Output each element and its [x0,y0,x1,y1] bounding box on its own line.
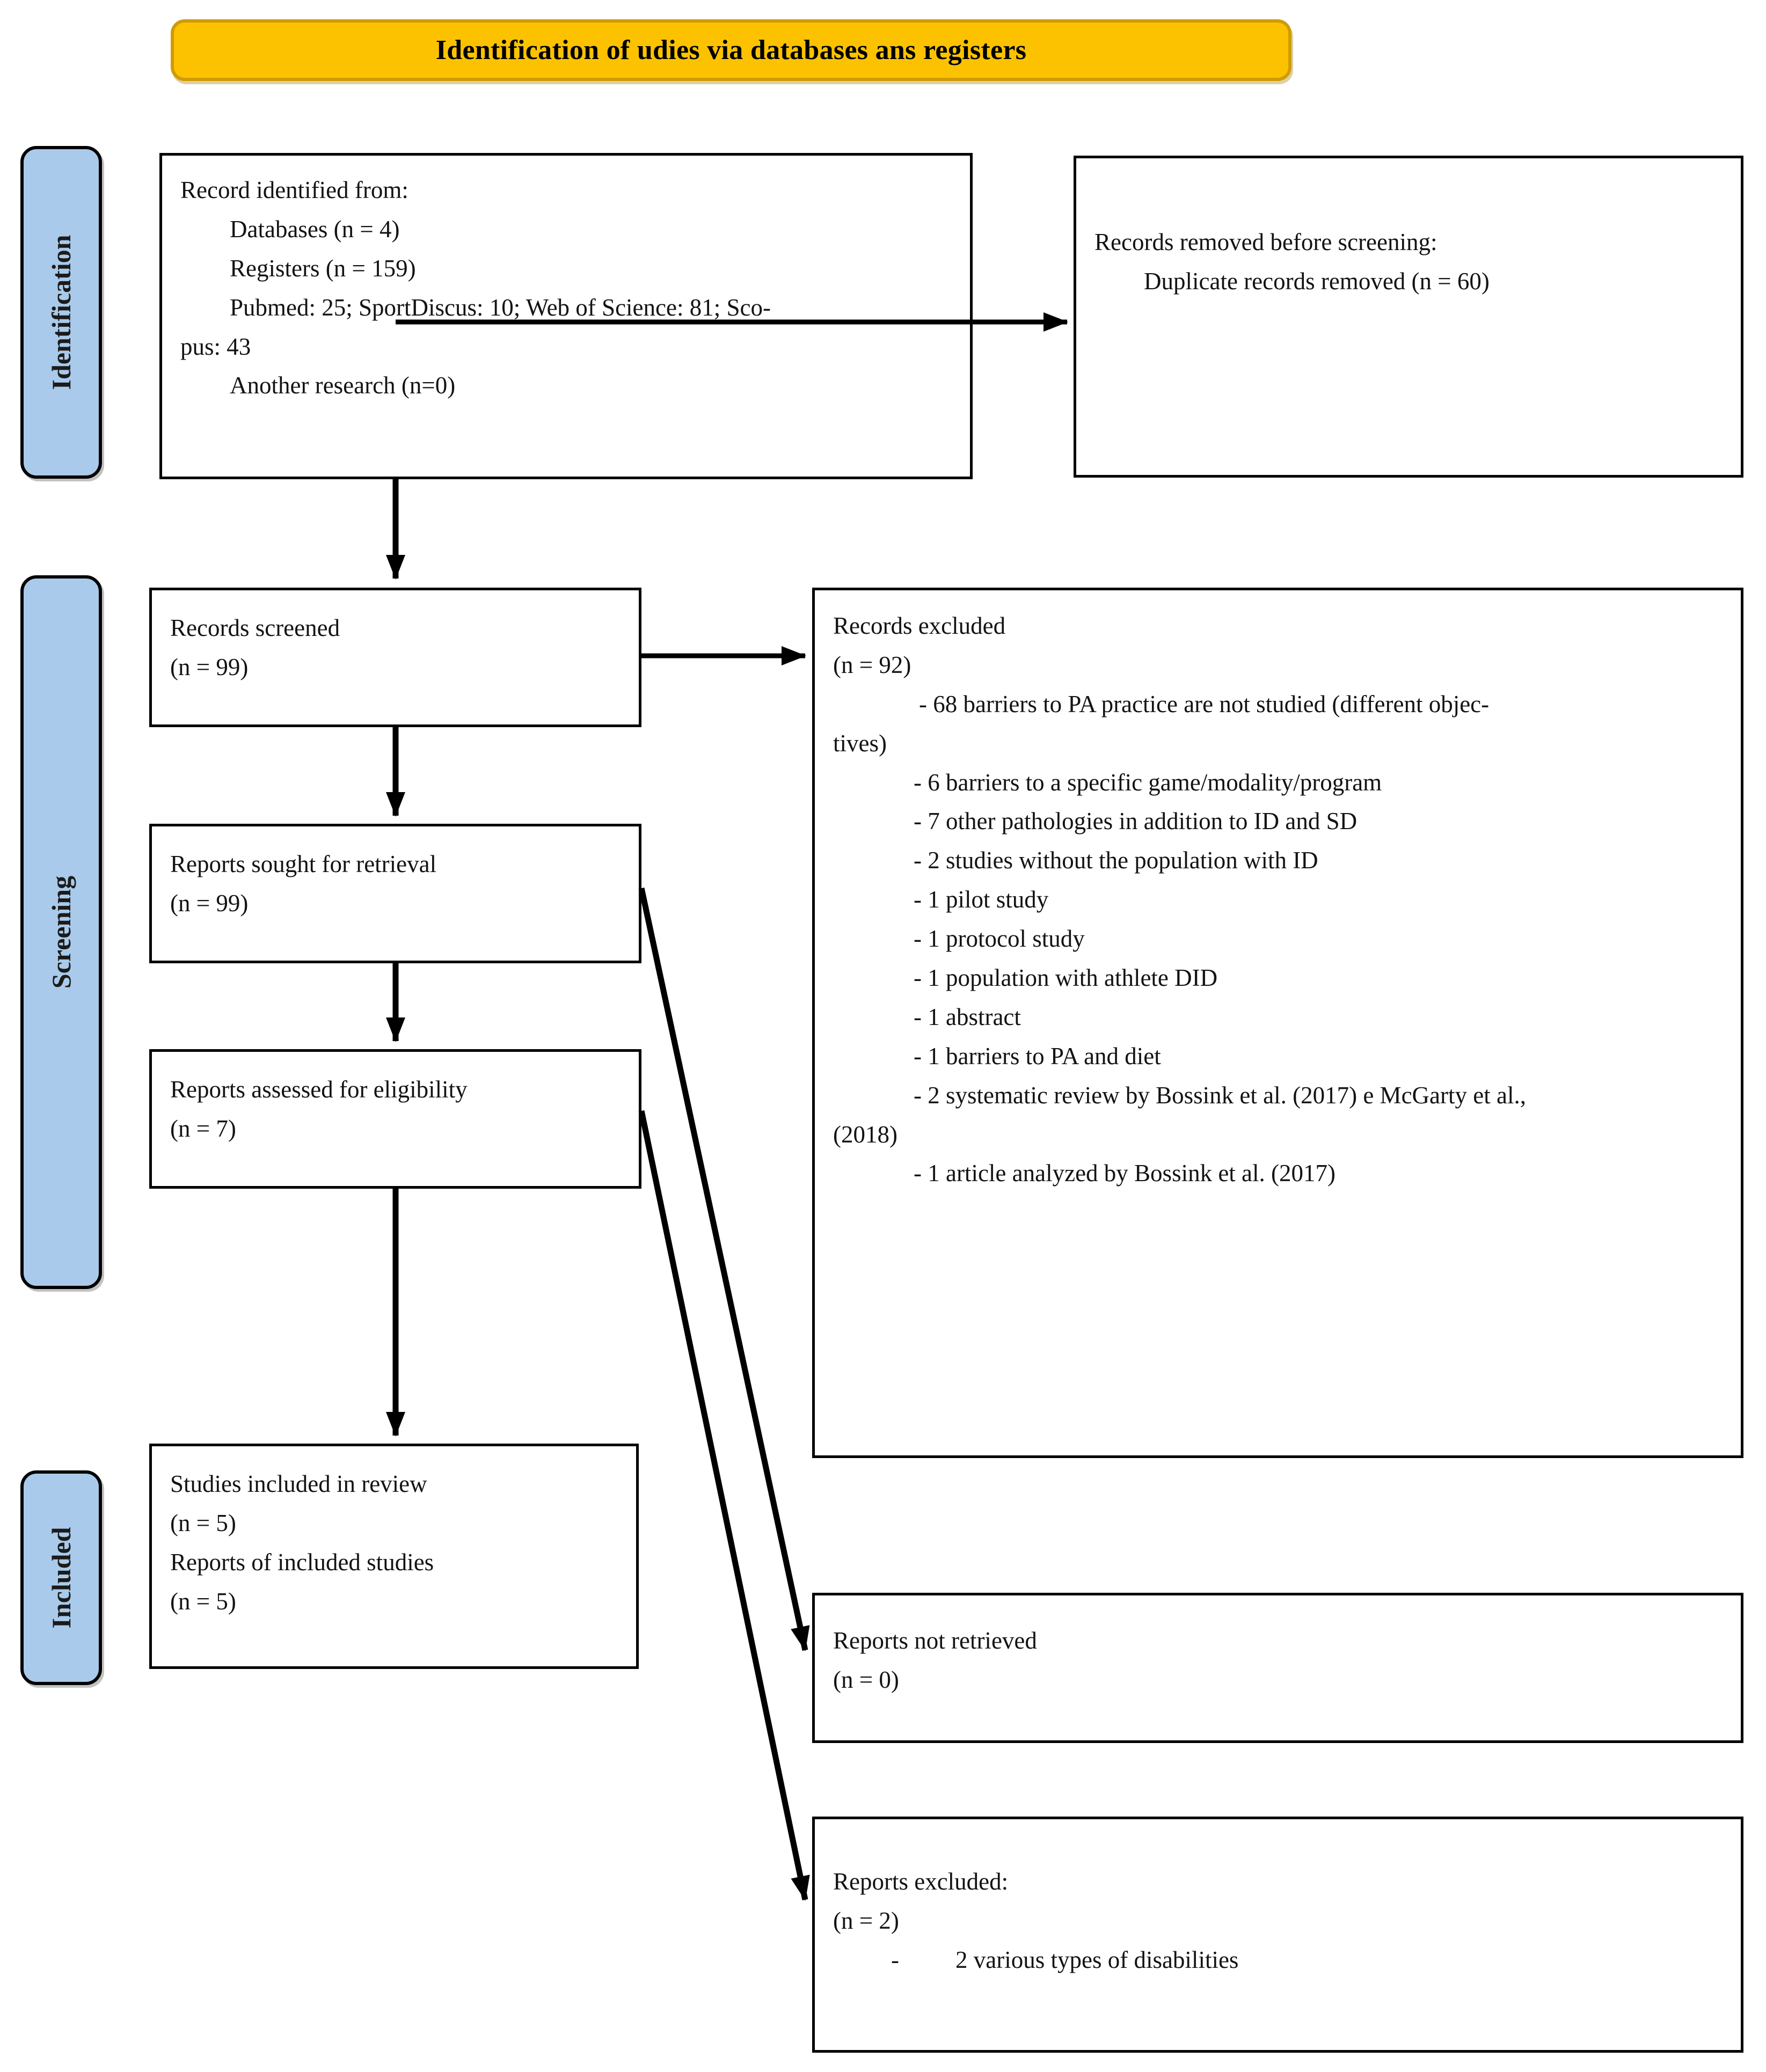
reports-sought-line-1: (n = 99) [170,889,249,917]
records-screened-line-0: Records screened [170,614,340,641]
reports-excluded-heading: Reports excluded: [833,1868,1009,1895]
records-excluded-reason-8: - 1 abstract [914,1003,1021,1030]
records-excluded-reason-11: (2018) [833,1121,897,1148]
records-removed-line-1: Duplicate records removed (n = 60) [1144,267,1490,295]
records-excluded-reason-6: - 1 protocol study [914,925,1085,953]
records-removed-line-0: Records removed before screening: [1094,229,1437,255]
box-studies-included: Studies included in review (n = 5) Repor… [149,1444,639,1669]
arrow-sought-to-not-retrieved [638,887,810,1651]
records-excluded-reason-9: - 1 barriers to PA and diet [914,1042,1161,1070]
records-excluded-reason-2: - 6 barriers to a specific game/modality… [914,768,1382,796]
phase-label-screening: Screening [20,575,102,1289]
box-reports-sought: Reports sought for retrieval (n = 99) [149,824,641,963]
records-excluded-count: (n = 92) [833,651,911,678]
studies-included-line-3: (n = 5) [170,1587,236,1615]
records-identified-line-5: Another research (n=0) [230,372,456,399]
records-screened-line-1: (n = 99) [170,653,249,680]
reports-sought-line-0: Reports sought for retrieval [170,851,437,877]
box-reports-excluded: Reports excluded: (n = 2) - 2 various ty… [812,1817,1743,2053]
records-excluded-reason-7: - 1 population with athlete DID [914,964,1218,992]
studies-included-line-1: (n = 5) [170,1509,236,1536]
records-identified-line-2: Registers (n = 159) [230,254,416,282]
phase-label-included-text: Included [46,1527,76,1629]
records-excluded-reason-1: tives) [833,729,887,757]
box-records-removed: Records removed before screening: Duplic… [1074,156,1743,478]
arrow-assessed-to-reports-excluded [638,1110,810,1901]
phase-label-identification: Identification [20,146,102,479]
reports-excluded-reason: 2 various types of disabilities [955,1946,1239,1973]
reports-not-retrieved-line-0: Reports not retrieved [833,1627,1037,1654]
reports-not-retrieved-line-1: (n = 0) [833,1666,899,1693]
records-identified-line-3: Pubmed: 25; SportDiscus: 10; Web of Scie… [230,294,771,321]
records-excluded-reason-0: - 68 barriers to PA practice are not stu… [919,690,1490,717]
box-reports-assessed: Reports assessed for eligibility (n = 7) [149,1049,641,1189]
studies-included-line-0: Studies included in review [170,1470,427,1497]
studies-included-line-2: Reports of included studies [170,1548,434,1576]
records-excluded-reason-10: - 2 systematic review by Bossink et al. … [914,1081,1526,1109]
records-excluded-reason-5: - 1 pilot study [914,886,1049,913]
records-excluded-heading: Records excluded [833,612,1006,639]
phase-label-included: Included [20,1470,102,1685]
records-identified-line-1: Databases (n = 4) [230,215,400,243]
box-reports-not-retrieved: Reports not retrieved (n = 0) [812,1593,1743,1743]
box-records-excluded: Records excluded (n = 92) - 68 barriers … [812,588,1743,1458]
box-records-screened: Records screened (n = 99) [149,588,641,727]
reports-excluded-bullet-icon: - [891,1946,899,1973]
phase-label-identification-text: Identification [46,235,76,390]
records-excluded-reason-12: - 1 article analyzed by Bossink et al. (… [914,1160,1336,1187]
reports-assessed-line-1: (n = 7) [170,1115,236,1142]
box-records-identified: Record identified from: Databases (n = 4… [159,153,973,479]
phase-label-screening-text: Screening [46,875,76,989]
diagram-title-text: Identification of udies via databases an… [435,35,1027,65]
reports-assessed-line-0: Reports assessed for eligibility [170,1076,468,1103]
records-excluded-reason-4: - 2 studies without the population with … [914,847,1318,874]
records-excluded-reason-3: - 7 other pathologies in addition to ID … [914,808,1358,835]
diagram-title-banner: Identification of udies via databases an… [171,19,1291,81]
records-identified-line-0: Record identified from: [180,177,408,203]
reports-excluded-count: (n = 2) [833,1907,899,1934]
records-identified-line-4: pus: 43 [180,333,251,360]
